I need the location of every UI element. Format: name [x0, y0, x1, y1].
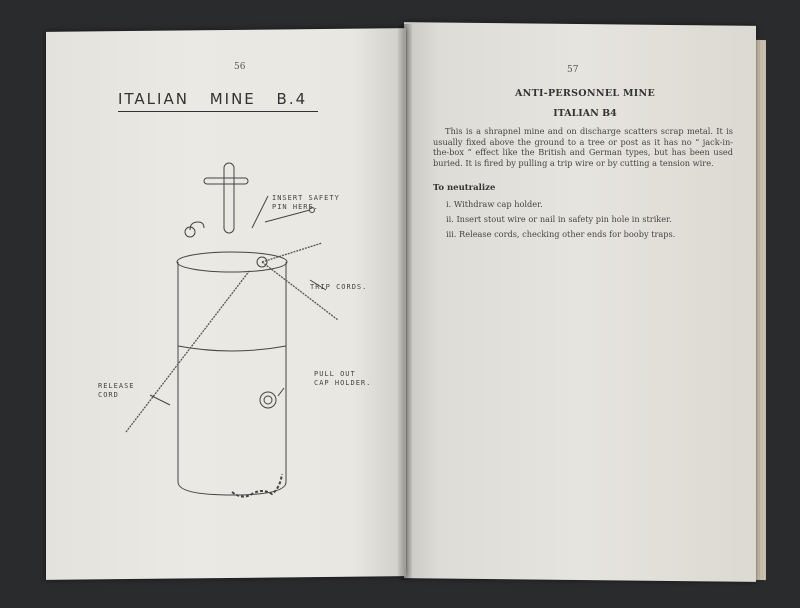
right-page-number: 57	[567, 65, 579, 75]
mine-diagram	[125, 162, 339, 498]
neutralize-heading: To neutralize	[433, 183, 496, 193]
label-line: PULL OUT	[314, 370, 356, 378]
right-page	[404, 22, 756, 582]
label-trip-cords: TRIP CORDS.	[310, 283, 368, 291]
left-page-title: ITALIAN MINE B.4	[118, 90, 318, 112]
step-item: iii. Release cords, checking other ends …	[446, 229, 676, 239]
right-page-body: This is a shrapnel mine and on discharge…	[433, 126, 733, 168]
step-item: i. Withdraw cap holder.	[446, 199, 543, 209]
right-page-subheading: ITALIAN B4	[553, 108, 617, 119]
right-page-heading: ANTI-PERSONNEL MINE	[514, 88, 656, 99]
label-line: RELEASE	[98, 382, 135, 390]
label-line: PIN HERE.	[272, 203, 319, 211]
label-release-cord: RELEASE CORD	[98, 382, 135, 400]
label-line: INSERT SAFETY	[272, 194, 340, 202]
left-page-number: 56	[234, 62, 246, 72]
book-gutter	[398, 24, 412, 580]
label-line: CAP HOLDER.	[314, 379, 372, 387]
neutralize-steps: i. Withdraw cap holder. ii. Insert stout…	[446, 197, 746, 242]
label-insert-safety-pin: INSERT SAFETY PIN HERE.	[272, 194, 340, 212]
label-line: CORD	[98, 391, 119, 399]
label-cap-holder: PULL OUT CAP HOLDER.	[314, 370, 371, 388]
step-item: ii. Insert stout wire or nail in safety …	[446, 214, 672, 224]
